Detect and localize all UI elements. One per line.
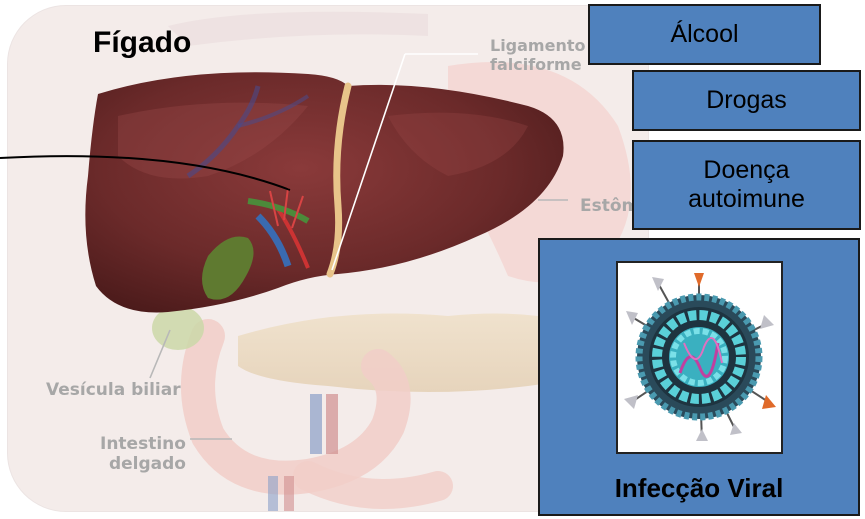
hepatitis-virus-illustration: [616, 261, 783, 454]
alcohol-box: Álcool: [588, 4, 821, 65]
autoimmune-line2: autoimune: [688, 185, 805, 215]
autoimmune-line1: Doença: [688, 156, 805, 186]
ligament-label: Ligamento falciforme: [490, 36, 585, 74]
ligament-label-line1: Ligamento: [490, 36, 585, 55]
viral-infection-box: Infecção Viral: [538, 238, 860, 516]
virus-icon: [618, 263, 781, 452]
gallbladder-label: Vesícula biliar: [46, 380, 181, 400]
page-title: Fígado: [93, 28, 191, 58]
intestine-label-line2: delgado: [100, 454, 186, 474]
ligament-label-line2: falciforme: [490, 55, 585, 74]
intestine-label-line1: Intestino: [100, 434, 186, 454]
viral-infection-label: Infecção Viral: [540, 473, 858, 504]
intestine-label: Intestino delgado: [100, 434, 186, 475]
autoimmune-box: Doença autoimune: [632, 140, 861, 230]
drugs-box: Drogas: [632, 70, 861, 131]
